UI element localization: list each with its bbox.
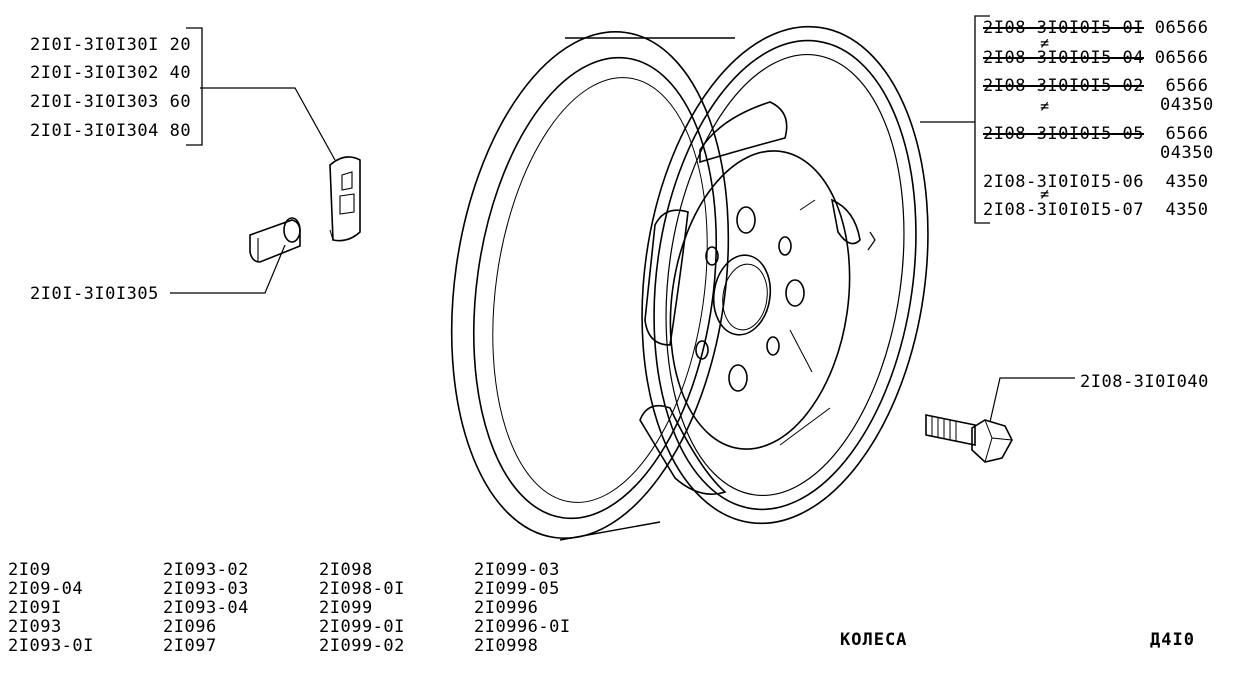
wheel-disc (669, 150, 851, 450)
rim-front-outer (641, 25, 929, 525)
model-code: 2I096 (163, 617, 217, 637)
model-code: 2I093-02 (163, 560, 249, 580)
wheel-variant-row: 2I08-3I0I0I5-05 6566 (983, 124, 1209, 144)
center-hole (712, 254, 772, 336)
bolt-hole (695, 340, 709, 360)
model-code: 2I093-03 (163, 579, 249, 599)
weight-clip-icon (249, 217, 301, 263)
clip-part-code: 2I0I-3I0I305 (30, 284, 159, 304)
bolt-part-code: 2I08-3I0I040 (1080, 372, 1209, 392)
model-code: 2I099-05 (474, 579, 560, 599)
weight-part-row: 2I0I-3I0I303 60 (30, 92, 192, 112)
page-code: Д4I0 (1150, 630, 1195, 650)
wheel-variant-row: 2I08-3I0I0I5-06 4350 (983, 172, 1209, 192)
bolt-hole (778, 236, 792, 256)
wheel-variant-value2: 04350 (1160, 95, 1214, 115)
wheel-variant-row: 2I08-3I0I0I5-04 06566 (983, 48, 1209, 68)
weight-part-row: 2I0I-3I0I30I 20 (30, 35, 192, 55)
vent-slot (644, 209, 689, 346)
neq-symbol: ≠ (1040, 185, 1050, 203)
wheel-bolt-icon (925, 414, 1013, 463)
rim-back-inner (472, 56, 718, 520)
model-code: 2I098-0I (319, 579, 405, 599)
vent-slot (699, 101, 788, 164)
balance-weight-icon (329, 156, 361, 242)
neq-symbol: ≠ (1040, 97, 1050, 115)
model-code: 2I0996 (474, 598, 539, 618)
model-code: 2I097 (163, 636, 217, 656)
model-code: 2I098 (319, 560, 373, 580)
model-code: 2I093-04 (163, 598, 249, 618)
wheel-variant-row: 2I08-3I0I0I5-02 6566 (983, 76, 1209, 96)
neq-symbol: ≠ (1040, 34, 1050, 52)
section-title: КОЛЕСА (840, 630, 908, 650)
vent-slot (639, 404, 727, 495)
bolt-hole (705, 246, 719, 266)
model-code: 2I0998 (474, 636, 539, 656)
wheel-variant-row: 2I08-3I0I0I5-0I 06566 (983, 18, 1209, 38)
model-code: 2I099-0I (319, 617, 405, 637)
model-code: 2I093 (8, 617, 62, 637)
rim-back-outer (450, 30, 730, 540)
wheel-variant-row: 2I08-3I0I0I5-07 4350 (983, 200, 1209, 220)
bolt-hole (728, 364, 748, 392)
vent-slot (830, 198, 861, 245)
bolt-hole (736, 206, 756, 234)
model-code: 2I0996-0I (474, 617, 571, 637)
model-code: 2I09-04 (8, 579, 84, 599)
weight-part-row: 2I0I-3I0I304 80 (30, 121, 192, 141)
weight-part-row: 2I0I-3I0I302 40 (30, 63, 192, 83)
model-code: 2I099-02 (319, 636, 405, 656)
model-code: 2I099 (319, 598, 373, 618)
model-code: 2I09 (8, 560, 51, 580)
rim-front-flange (653, 39, 917, 511)
bolt-hole (785, 279, 805, 307)
model-code: 2I09I (8, 598, 62, 618)
model-code: 2I099-03 (474, 560, 560, 580)
wheel-variant-value2: 04350 (1160, 143, 1214, 163)
bolt-hole (766, 336, 780, 356)
model-code: 2I093-0I (8, 636, 94, 656)
